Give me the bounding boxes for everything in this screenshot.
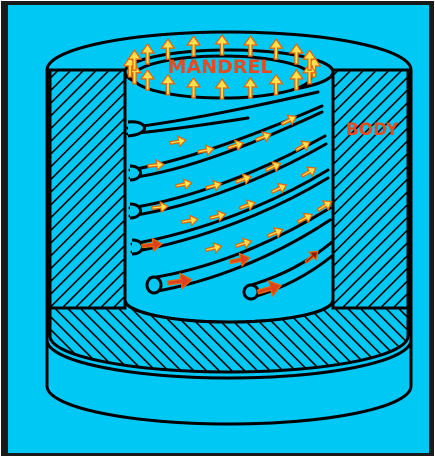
mandrel-label: MANDREL [167,56,272,78]
body-wall-left [50,70,125,308]
body-label: BODY [346,120,399,140]
body-wall-right [333,70,408,308]
